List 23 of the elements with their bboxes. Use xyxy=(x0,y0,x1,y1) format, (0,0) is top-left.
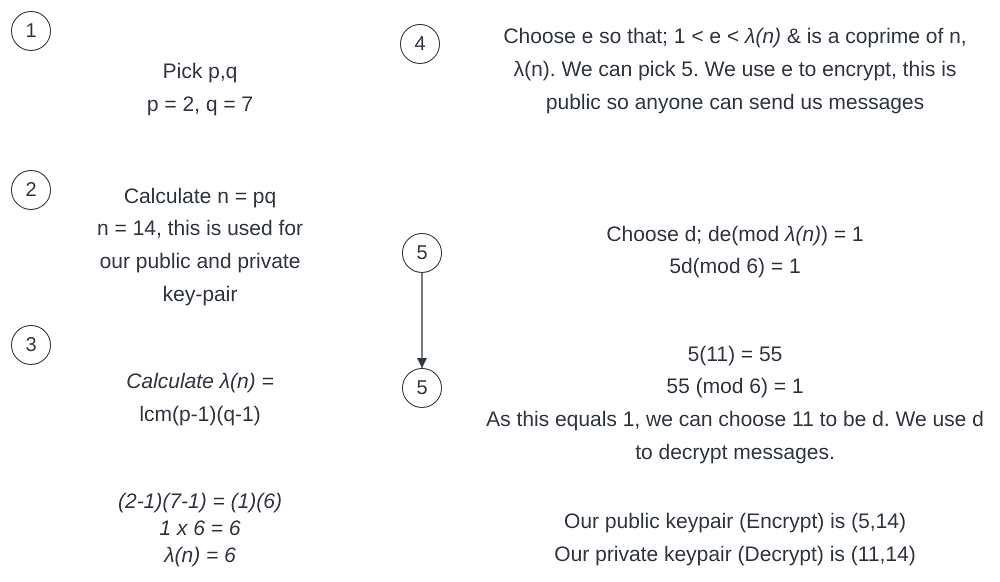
step-text: Our public keypair (Encrypt) is (5,14) xyxy=(563,509,907,535)
step-text: Our private keypair (Decrypt) is (11,14) xyxy=(553,542,917,568)
step-text: n = 14, this is used for our public and private key-pair xyxy=(96,216,304,308)
step-text: Choose d; de(mod λ(n)) = 1 xyxy=(605,222,865,248)
step-text: Pick p,q xyxy=(162,59,238,85)
step-number-circle: 5 xyxy=(402,233,442,273)
step-text: (2-1)(7-1) = (1)(6) xyxy=(117,489,283,515)
step-text: λ(n) = 6 xyxy=(162,543,237,569)
step-text: 55 (mod 6) = 1 xyxy=(665,374,805,400)
step-text: 5(11) = 55 xyxy=(686,342,784,368)
step-number-circle: 3 xyxy=(11,325,51,365)
step-number-circle: 2 xyxy=(11,170,51,210)
step-text: Choose e so that; 1 < e < λ(n) & is a coprime of n, λ(n). We can pick 5. We use e to encrypt, this is public so anyone can send us messages xyxy=(502,24,968,116)
step-text: 5d(mod 6) = 1 xyxy=(668,254,802,280)
step-text: Calculate n = pq xyxy=(122,184,278,210)
arrow xyxy=(417,273,427,368)
step-number-circle: 5 xyxy=(402,368,442,408)
step-number-circle: 1 xyxy=(11,11,51,51)
step-number-circle: 4 xyxy=(400,24,440,64)
step-text: As this equals 1, we can choose 11 to be d. We use d to decrypt messages. xyxy=(485,407,985,466)
step-text: p = 2, q = 7 xyxy=(146,92,254,118)
step-text: 1 x 6 = 6 xyxy=(158,516,242,542)
step-text: Calculate λ(n) = lcm(p-1)(q-1) xyxy=(125,369,275,428)
